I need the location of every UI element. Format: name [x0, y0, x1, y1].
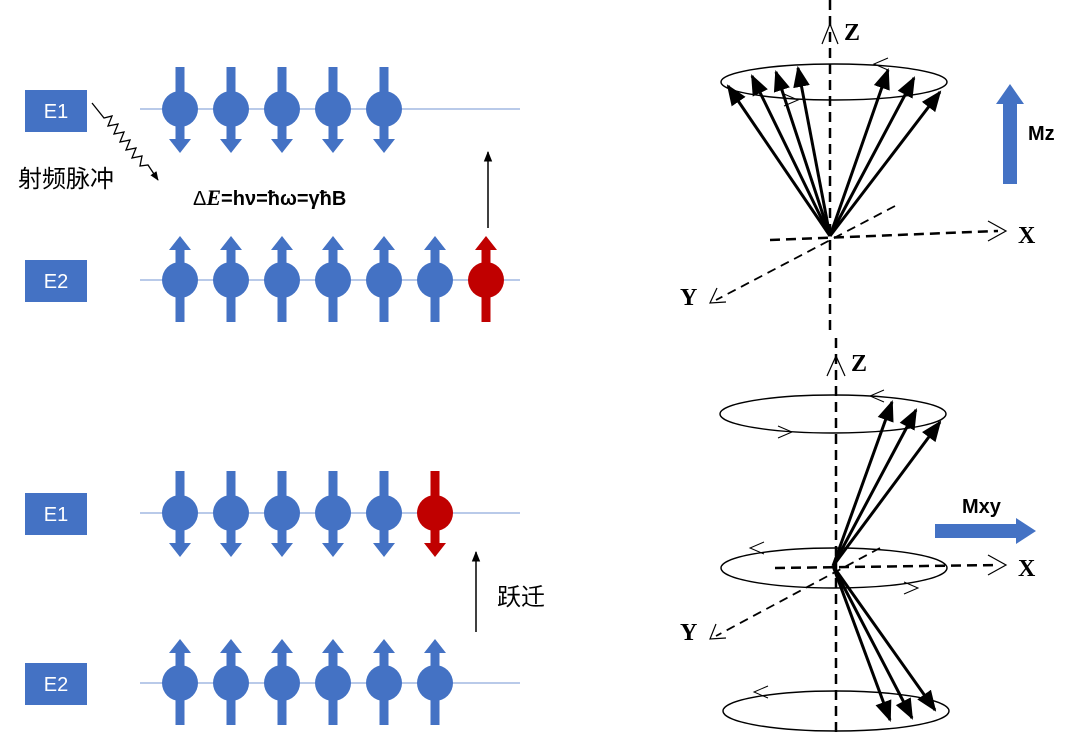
mxy-block-arrow: [935, 518, 1036, 544]
precession-orbit: [720, 63, 948, 101]
z-axis-arrowhead: [821, 22, 839, 45]
e2-label-box: E2: [25, 260, 87, 302]
top-e2-spin-row: [162, 236, 504, 322]
e2-label: E2: [44, 271, 68, 293]
bottom-spin-panel: E1 E2 跃迁: [25, 471, 545, 725]
mz-label: Mz: [1028, 123, 1055, 145]
top-spin-panel: E1 E2 射频脉冲 ΔE=hν=ħω=γħB: [18, 67, 520, 322]
transition-label: 跃迁: [497, 584, 545, 611]
e1-label-box: E1: [25, 493, 87, 535]
orbit-direction-mark: [903, 581, 920, 595]
bottom-e1-spin-row: [162, 471, 453, 557]
x-axis: [774, 563, 999, 570]
spin-down: [213, 67, 249, 153]
z-axis-label: Z: [844, 20, 860, 46]
y-axis-arrowhead: [709, 287, 727, 304]
energy-equation: ΔE=hν=ħω=γħB: [193, 185, 346, 210]
rf-pulse-label: 射频脉冲: [18, 166, 114, 193]
z-axis-arrowhead: [826, 354, 846, 377]
excited-spin: [417, 471, 453, 557]
spin-up: [366, 639, 402, 725]
e1-label: E1: [44, 504, 68, 526]
spin-down: [162, 471, 198, 557]
spin-down: [315, 471, 351, 557]
spin-vectors-up: [831, 400, 942, 567]
spin-down: [213, 471, 249, 557]
lower-orbit: [722, 690, 950, 732]
spin-down: [315, 67, 351, 153]
z-axis-label: Z: [851, 351, 867, 377]
middle-orbit: [720, 547, 948, 589]
spin-up: [417, 639, 453, 725]
precession-cone-bottom: Z X Y Mxy: [680, 338, 1036, 736]
y-axis: [715, 205, 896, 301]
spin-up: [213, 236, 249, 322]
spin-up: [213, 639, 249, 725]
spin-down: [264, 67, 300, 153]
orbit-direction-mark: [748, 541, 765, 555]
spin-up: [264, 236, 300, 322]
orbit-direction-mark: [777, 425, 794, 439]
e1-label-box: E1: [25, 90, 87, 132]
spin-up: [315, 236, 351, 322]
top-e1-spin-row: [162, 67, 402, 153]
rf-pulse-wave: [91, 102, 159, 181]
orbit-direction-mark: [783, 93, 800, 107]
mz-block-arrow: [996, 84, 1024, 184]
spin-vectors: [726, 65, 942, 237]
spin-up: [162, 639, 198, 725]
y-axis: [715, 547, 881, 637]
orbit-direction-mark: [872, 57, 889, 71]
orbit-direction-mark: [868, 389, 885, 403]
x-axis-arrowhead: [987, 220, 1008, 242]
spin-down: [366, 471, 402, 557]
spin-vectors-down: [831, 565, 937, 722]
spin-up: [315, 639, 351, 725]
spin-up: [417, 236, 453, 322]
precession-cone-top: Z X Y Mz: [680, 0, 1055, 330]
orbit-direction-mark: [752, 685, 769, 699]
e2-label: E2: [44, 674, 68, 696]
e2-label-box: E2: [25, 663, 87, 705]
x-axis: [769, 229, 999, 242]
spin-down: [366, 67, 402, 153]
x-axis-label: X: [1018, 556, 1036, 582]
e1-label: E1: [44, 101, 68, 123]
upper-orbit: [719, 394, 947, 434]
y-axis-label: Y: [680, 620, 697, 646]
spin-down: [264, 471, 300, 557]
x-axis-label: X: [1018, 223, 1036, 249]
spin-down: [162, 67, 198, 153]
y-axis-arrowhead: [709, 623, 727, 640]
spin-up: [366, 236, 402, 322]
mxy-label: Mxy: [962, 496, 1002, 518]
bottom-e2-spin-row: [162, 639, 453, 725]
spin-up: [162, 236, 198, 322]
x-axis-arrowhead: [987, 554, 1008, 576]
spin-up: [264, 639, 300, 725]
y-axis-label: Y: [680, 285, 697, 311]
excited-spin: [468, 236, 504, 322]
